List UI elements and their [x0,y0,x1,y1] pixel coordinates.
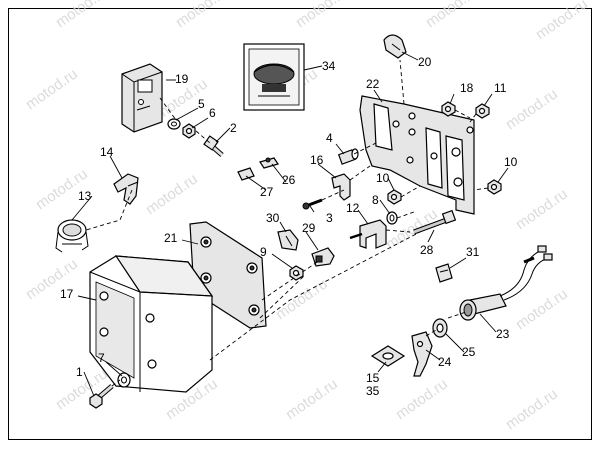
part-1-bolt [89,384,114,409]
callout-23: 23 [496,327,510,341]
part-19-relay [121,63,163,133]
callout-16: 16 [310,153,324,167]
callout-27: 27 [260,185,274,199]
watermark: motod.ru [23,65,81,113]
callout-5: 5 [198,97,205,111]
part-5-washer [167,118,181,130]
part-18-nut [441,101,456,117]
callout-34: 34 [322,59,336,73]
part-16-bracket [331,173,351,201]
part-30-clip [277,229,299,251]
part-10-nut-right [487,179,502,195]
part-34-manual [243,43,305,111]
callout-22: 22 [366,77,380,91]
part-10-nut-middle [387,189,402,205]
part-11-nut [475,103,490,119]
leader-lines [71,51,509,397]
part-28-stud [413,209,457,235]
watermark: motod.ru [173,0,231,31]
assembly-lines [85,59,489,387]
part-13-clamp [55,219,89,253]
callout-9: 9 [260,245,267,259]
part-23-sensor [459,245,553,321]
callout-8: 8 [372,193,379,207]
part-8-washer [386,211,398,225]
callout-24: 24 [438,355,452,369]
part-17-cover [89,255,214,393]
part-4-spacer [337,148,359,165]
watermark: motod.ru [533,0,591,43]
callout-14: 14 [100,145,114,159]
callout-10-right: 10 [504,155,518,169]
callout-21: 21 [164,231,178,245]
callout-7: 7 [98,351,105,365]
part-9-nut [289,265,304,281]
part-2-bolt [203,135,224,157]
callout-labels: 19 5 6 2 34 20 22 18 11 4 16 3 10 8 12 1… [60,55,518,398]
callout-3: 3 [326,211,333,225]
callout-35: 35 [366,384,380,398]
callout-6: 6 [209,106,216,120]
callout-18: 18 [460,81,474,95]
watermark: motod.ru [53,0,111,31]
watermark: motod.ru [293,0,351,31]
callout-20: 20 [418,55,432,69]
callout-10-middle: 10 [376,171,390,185]
part-3-screw [302,198,323,210]
part-27-terminal [237,167,255,181]
part-20-clip [383,34,407,59]
watermark: motod.ru [273,275,331,323]
callout-4: 4 [326,131,333,145]
part-26-terminal [259,157,279,169]
part-6-nut [182,123,196,139]
callout-26: 26 [282,173,296,187]
part-24-bracket [411,331,433,377]
callout-19: 19 [175,72,189,86]
callout-15: 15 [366,371,380,385]
part-25-nut [432,318,448,338]
part-12-clamp [349,219,387,249]
part-29-connector [311,247,335,267]
diagram-border [8,8,592,440]
watermark: motod.ru [503,85,561,133]
callout-25: 25 [462,345,476,359]
part-7-washer [117,372,131,388]
watermark: motod.ru [503,385,561,433]
watermark: motod.ru [513,185,571,233]
callout-31: 31 [466,245,480,259]
part-14-bracket [113,173,139,205]
callout-2: 2 [230,121,237,135]
watermark: motod.ru [283,375,341,423]
callout-28: 28 [420,243,434,257]
callout-13: 13 [78,189,92,203]
part-31-clip [435,263,453,283]
watermark: motod.ru [143,170,201,218]
callout-11: 11 [494,81,507,95]
watermark: motod.ru [393,375,451,423]
callout-17: 17 [60,287,74,301]
part-22-bracket [359,95,475,215]
callout-12: 12 [346,201,360,215]
watermark: motod.ru [423,0,481,31]
callout-1: 1 [76,365,83,379]
watermark: motod.ru [513,285,571,333]
part-15-grommet [370,345,406,367]
callout-29: 29 [302,221,316,235]
callout-30: 30 [266,211,280,225]
